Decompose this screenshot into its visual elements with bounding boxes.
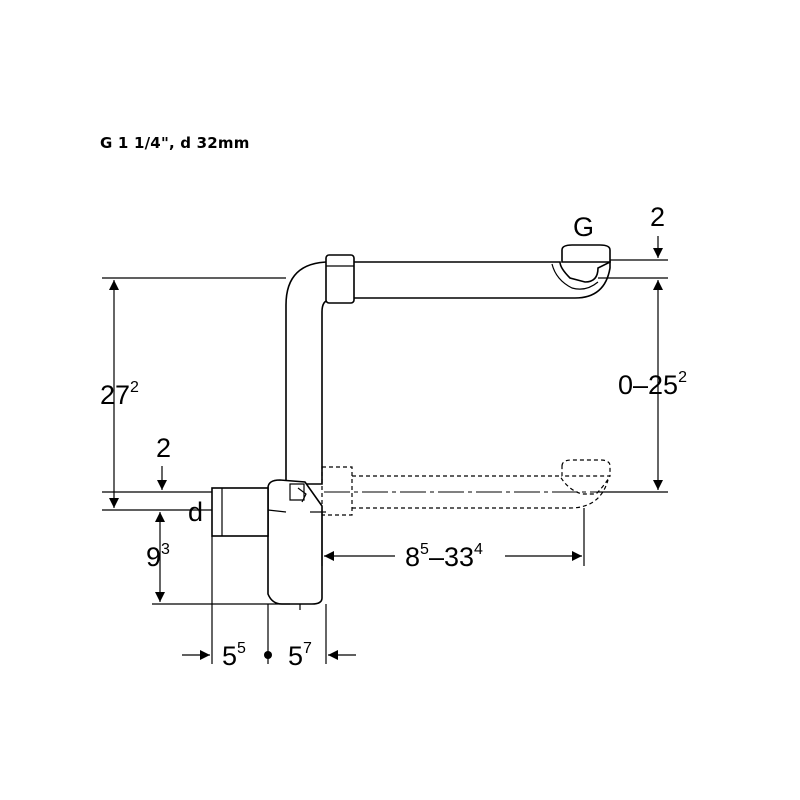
label-depth: 93 (146, 541, 170, 572)
siphon-body (211, 479, 326, 610)
label-range-horizontal: 85–334 (405, 541, 483, 572)
center-dot (264, 651, 272, 659)
diagram-caption: G 1 1/4", d 32mm (100, 134, 250, 152)
connector-g (561, 244, 611, 263)
vertical-pipe (285, 261, 331, 485)
pipe-collar (325, 254, 355, 304)
label-height-main: 272 (100, 379, 139, 410)
label-left-width: 55 (222, 640, 246, 671)
label-g: G (573, 212, 594, 242)
horizontal-pipe (351, 260, 611, 299)
label-top-gap: 2 (650, 202, 665, 232)
label-right-width: 57 (288, 640, 312, 671)
label-range-vertical: 0–252 (618, 369, 687, 400)
label-d: d (188, 497, 203, 527)
label-left-gap: 2 (156, 433, 171, 463)
alternative-pipe-dashed (321, 459, 611, 516)
